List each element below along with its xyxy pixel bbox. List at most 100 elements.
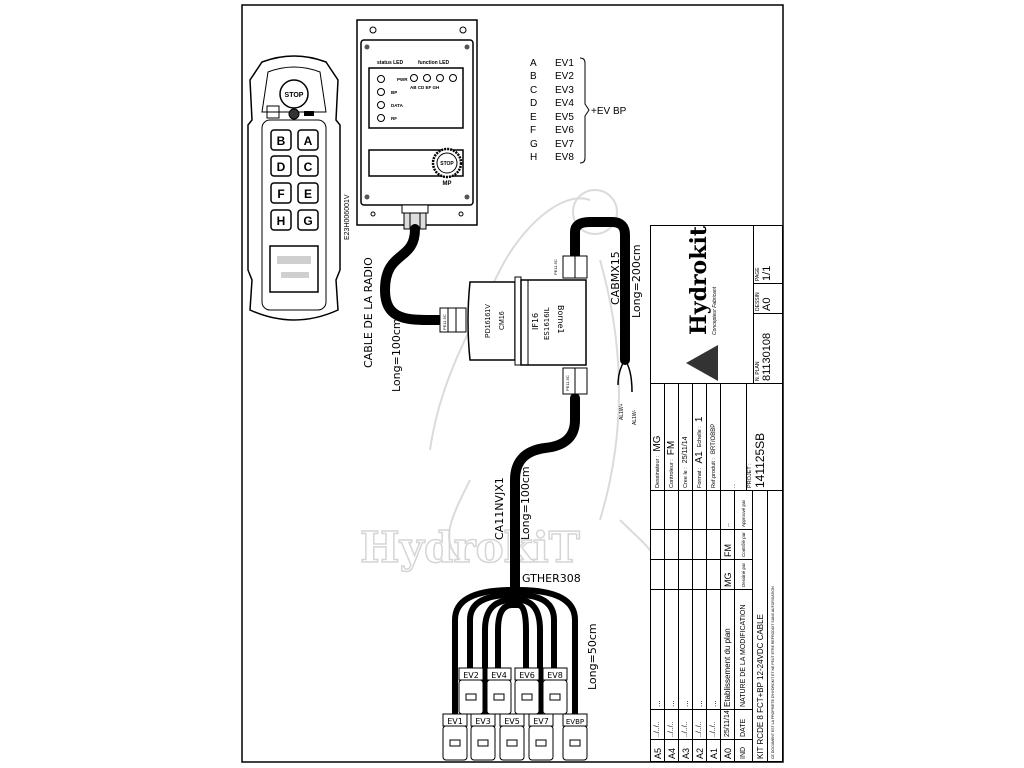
drawing-frame	[241, 4, 784, 763]
remote-buttons-5-text: E	[304, 187, 312, 201]
remote-buttons-4-text: F	[277, 187, 284, 201]
remote-buttons: B A D C F E H G	[270, 129, 319, 231]
title-block-scale-text: 1	[694, 416, 705, 423]
title-block-designer-label-text: Dessinateur :	[654, 455, 661, 488]
remote-label-plate	[269, 245, 319, 293]
cables-connector-cm-text: CM16	[499, 311, 506, 330]
title-block-ref-label-text: Ref.produit :	[710, 458, 717, 488]
title-block-designer-text: MG	[652, 435, 663, 452]
harness-label: GTHER308	[522, 572, 581, 585]
mp-label: MP	[443, 181, 452, 187]
al1w-plus-label: AL1W+	[619, 403, 625, 420]
title-block-revisions-3-date-text: ../../..	[693, 709, 706, 739]
title-block-revisions-3-nature-text: ...	[693, 589, 706, 709]
function-led-letters: AB CD EF GH	[410, 85, 439, 90]
led-data	[377, 101, 385, 109]
title-block-revisions-4-date-text: ../../..	[707, 709, 720, 739]
title-block-revisions-0-nature-text: ...	[651, 589, 664, 709]
led-panel	[368, 67, 464, 129]
title-block-tagline-text: Concepteur Fabricant	[712, 286, 718, 335]
radio-cable-label: CABLE DE LA RADIO	[362, 257, 375, 368]
connector-ev5: EV5	[499, 713, 525, 761]
remote-button-f[interactable]: F	[270, 182, 292, 204]
radio-cable	[379, 224, 445, 326]
cables-interface-ref-text: ES1616IL	[543, 307, 551, 340]
mapping-letters-7-text: H	[530, 152, 537, 163]
mapping-letters-4-text: E	[530, 112, 537, 123]
mapping-valves-7-text: EV8	[555, 152, 574, 163]
pd16-connector	[467, 281, 516, 361]
solenoid-connectors: EV2 EV4 EV6 EV8 EV1 EV3 EV5 EV7 EVBP	[442, 667, 588, 761]
battery-icon	[266, 105, 280, 119]
cabmx15-length: Long=200cm	[630, 244, 643, 318]
key-switch-icon	[288, 108, 300, 120]
title-block-revisions-2-nature-text: ...	[679, 589, 692, 709]
connectors-top-2-text: EV6	[519, 671, 535, 680]
al1w-minus-label: AL1W-	[632, 409, 638, 425]
remote-buttons-3-text: C	[304, 160, 313, 174]
connector-assembly: PE11.5C PD16161V CM16 IF16 ES1616IL Born…	[439, 255, 588, 395]
title-block-headers-appr-text: Approuvé par	[741, 499, 746, 527]
title-block-headers-nature-text: NATURE DE LA MODIFICATION	[735, 589, 752, 709]
cables-borne-text: Borne1	[556, 305, 565, 334]
led-rf	[377, 114, 385, 122]
if16-interface	[520, 279, 587, 366]
remote-button-d[interactable]: D	[270, 155, 292, 177]
revision-table: A5../../..... A4../../..... A3../../....…	[651, 490, 782, 761]
mapping-letters-0-text: A	[530, 58, 537, 69]
title-block-revisions-5-date-text: 25/11/14	[721, 709, 734, 739]
remote-button-a[interactable]: A	[297, 129, 319, 151]
project-number: 141125SB	[753, 432, 767, 488]
harness-length: Long=50cm	[586, 623, 599, 690]
title-block-revisions-2-ind-text: A3	[679, 739, 692, 761]
mapping-valves-0-text: EV1	[555, 58, 574, 69]
mapping-letters-1-text: B	[530, 71, 537, 82]
stop-label: STOP	[285, 92, 304, 99]
receiver-bp-label-text: BP	[391, 90, 397, 95]
remote-buttons-7-text: G	[303, 214, 312, 228]
connector-ev6: EV6	[514, 667, 540, 715]
remote-buttons-6-text: H	[277, 214, 286, 228]
title-block-revisions-3-ind-text: A2	[693, 739, 706, 761]
title-block-format-text: A1	[694, 451, 705, 464]
ca11nvjx1-label: CA11NVJX1	[493, 477, 506, 540]
mapping-valves-4-text: EV5	[555, 112, 574, 123]
mapping-valves-3-text: EV4	[555, 98, 574, 109]
title-block-created-label-text: Cree le :	[682, 467, 689, 488]
receiver-data-label-text: DATA	[391, 103, 404, 108]
title-block-revisions-5-ind-text: A0	[721, 739, 734, 761]
ca11nvjx1-length: Long=100cm	[519, 466, 532, 540]
connector-ev4: EV4	[486, 667, 512, 715]
ownership-notice: CE DOCUMENT EST LA PROPRIETE D'HYDROKIT …	[770, 586, 775, 759]
revision-row: A2../../.....	[693, 491, 707, 761]
remote-button-h[interactable]: H	[270, 209, 292, 231]
title-block-revisions-4-nature-text: ...	[707, 589, 720, 709]
connectors-top-3-text: EV8	[547, 671, 563, 680]
remote-buttons-2-text: D	[277, 160, 286, 174]
stop-button[interactable]	[279, 79, 309, 109]
cabmx15-cable	[570, 217, 630, 365]
remote-button-b[interactable]: B	[270, 129, 292, 151]
connectors-top-0-text: EV2	[463, 671, 479, 680]
mapping-valves-1-text: EV2	[555, 71, 574, 82]
remote-button-c[interactable]: C	[297, 155, 319, 177]
title-block-revisions-1-date-text: ../../..	[665, 709, 678, 739]
remote-button-g[interactable]: G	[297, 209, 319, 231]
connector-evbp: EVBP	[562, 713, 588, 761]
remote-button-e[interactable]: E	[297, 182, 319, 204]
title-block-revisions-1-nature-text: ...	[665, 589, 678, 709]
harness-wires	[452, 580, 578, 714]
radio-receiver: status LED function LED PWR BP DATA RF A…	[356, 19, 478, 230]
title-block-revisions-1-ind-text: A4	[665, 739, 678, 761]
receiver-rf-label-text: RF	[391, 116, 397, 121]
function-led-label: function LED	[418, 60, 449, 66]
title-block-revisions-5-by-text: MG	[721, 559, 734, 589]
led-bp	[377, 88, 385, 96]
title-block-revisions-2-date-text: ../../..	[679, 709, 692, 739]
kit-title: KIT RCDE 8 FCT+BP 12-24VDC CABLE	[753, 491, 768, 761]
mapping-letters-2-text: C	[530, 85, 537, 96]
title-block-headers-by-text: Dessiné par	[735, 559, 752, 589]
